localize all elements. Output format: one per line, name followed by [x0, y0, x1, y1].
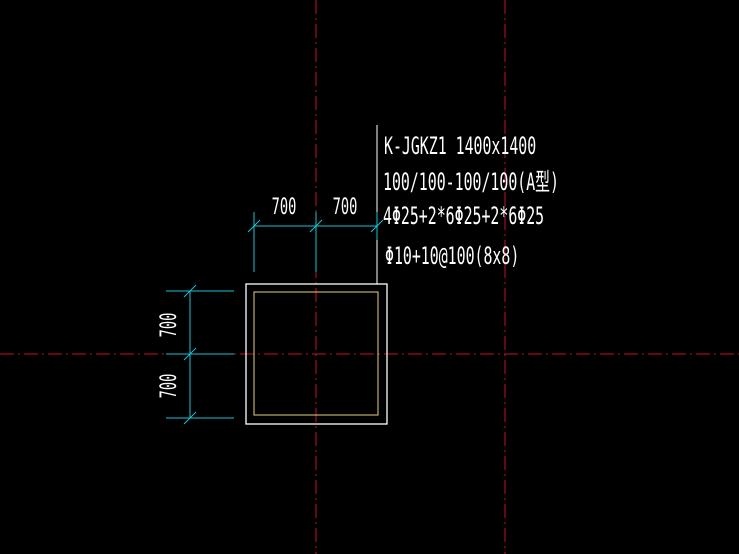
annotation-hoop-spec: 100/100-100/100(A型) [383, 167, 559, 196]
annotation-column-id: K-JGKZ1 1400x1400 [384, 131, 536, 160]
column-outline [245, 283, 388, 425]
dimension-text-left-upper: 700 [157, 313, 182, 338]
dimension-text-top-left: 700 [272, 195, 297, 220]
top-tick-middle [309, 219, 323, 233]
left-dimension [166, 284, 234, 425]
annotation-stirrup-bars: Φ10+10@100(8x8) [385, 241, 519, 270]
top-tick-right [370, 219, 384, 233]
left-tick-top [183, 284, 197, 298]
annotation-longitudinal-bars: 4Φ25+2*6Φ25+2*6Φ25 [383, 201, 544, 230]
dimension-text-top-right: 700 [333, 195, 358, 220]
top-dimension [247, 212, 384, 272]
left-tick-bottom [183, 411, 197, 425]
stirrup-outline [253, 291, 379, 416]
dimension-text-left-lower: 700 [157, 374, 182, 399]
top-tick-left [247, 219, 261, 233]
left-tick-middle [183, 347, 197, 361]
